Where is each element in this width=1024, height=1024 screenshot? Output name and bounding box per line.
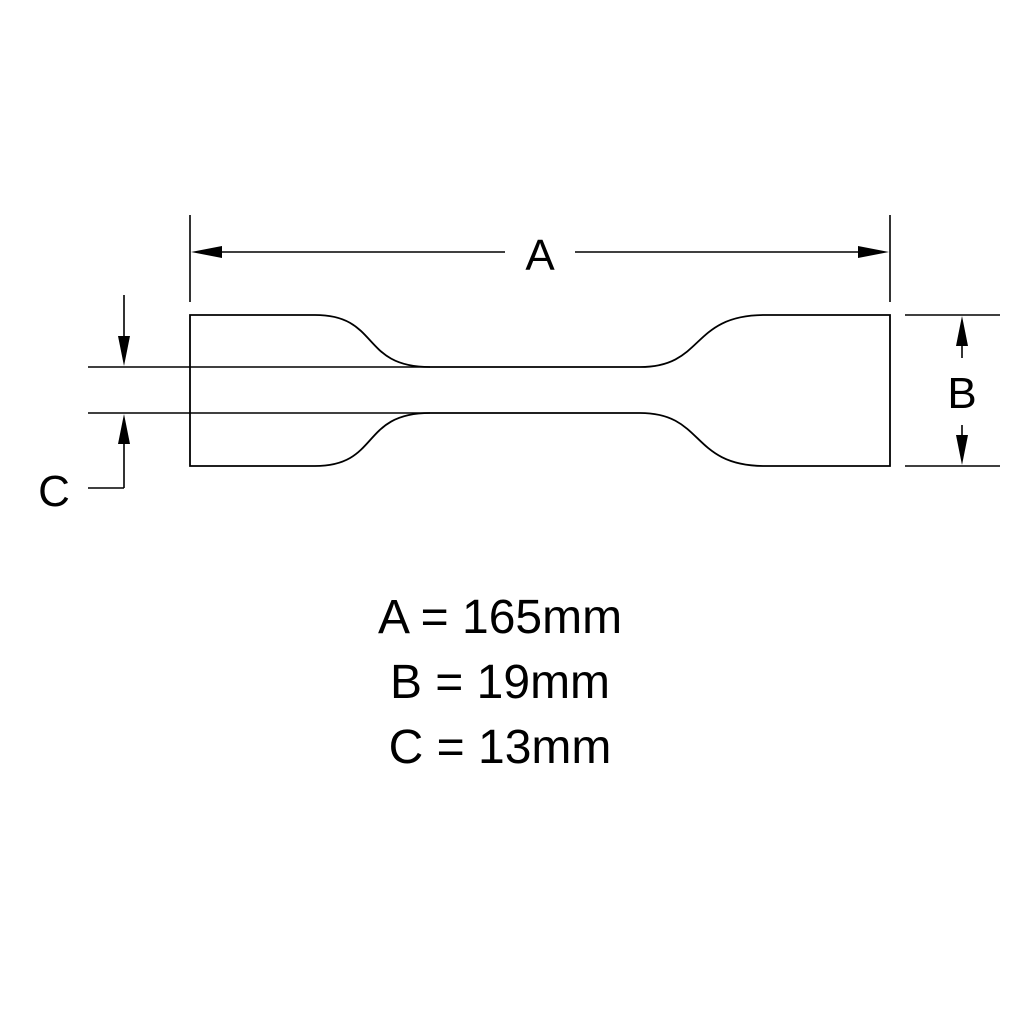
dim-a-arrow-left [191, 246, 222, 258]
legend-item-b: B = 19mm [389, 656, 611, 709]
dim-b-arrow-top [956, 316, 968, 346]
dim-a-label: A [525, 231, 555, 280]
dim-c-arrow-top [118, 336, 130, 366]
dimension-legend: A = 165mm B = 19mm C = 13mm [300, 585, 700, 780]
dim-b-label: B [947, 369, 976, 418]
legend-item-a: A = 165mm [377, 591, 623, 644]
dim-c-label: C [38, 467, 70, 516]
dim-c-arrow-bottom [118, 414, 130, 444]
dim-b-arrow-bottom [956, 435, 968, 465]
legend-item-c: C = 13mm [388, 721, 612, 774]
specimen-outline [189, 314, 891, 467]
dim-a-arrow-right [858, 246, 889, 258]
